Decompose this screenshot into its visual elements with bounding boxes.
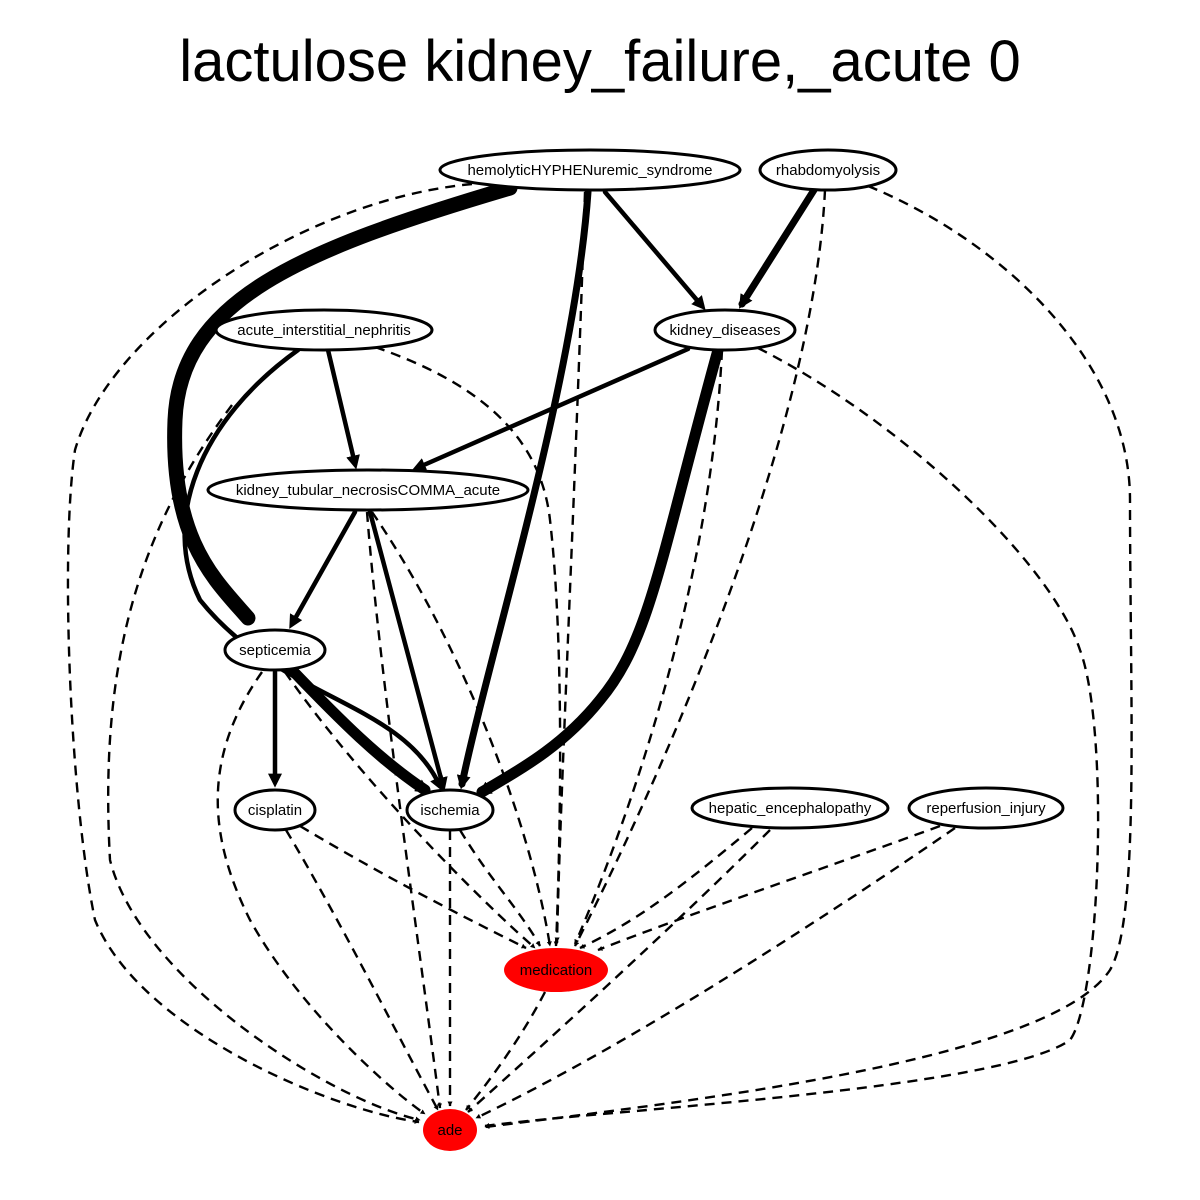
node-label-rep: reperfusion_injury <box>926 800 1046 817</box>
node-shape-ktn <box>206 468 530 512</box>
node-shape-sep <box>223 628 327 672</box>
edge-hus-to-isch <box>456 188 592 790</box>
node-shape-med <box>504 948 608 992</box>
edge-cis-to-ade <box>284 829 440 1111</box>
node-label-sep: septicemia <box>239 642 311 659</box>
edge-kd-to-ade <box>484 346 1100 1128</box>
edge-he-to-ade <box>467 829 771 1113</box>
nodes-layer: hemolyticHYPHENuremic_syndrome rhabdomyol… <box>206 148 1065 1151</box>
node-label-cis: cisplatin <box>248 802 302 819</box>
edge-kd-to-med <box>573 349 724 945</box>
edge-kd-to-isch <box>476 344 724 798</box>
diagram-title: lactulose kidney_failure,_acute 0 <box>179 29 1021 94</box>
edge-rep-to-ade <box>475 827 956 1120</box>
node-label-rhabdo: rhabdomyolysis <box>776 162 880 179</box>
edge-rhabdo-to-med <box>573 189 827 947</box>
node-label-ade: ade <box>437 1122 462 1139</box>
node-shape-he <box>690 786 890 830</box>
node-shape-rep <box>907 786 1065 830</box>
edge-kd-to-ktn <box>411 346 691 472</box>
edge-hus-to-sep <box>167 180 518 626</box>
node-label-isch: ischemia <box>420 802 480 819</box>
edge-ain-to-ktn <box>325 347 360 470</box>
node-rep: reperfusion_injury <box>907 786 1065 830</box>
node-shape-ade <box>423 1109 477 1151</box>
edge-ain-to-med <box>374 345 562 947</box>
node-ade: ade <box>423 1109 477 1151</box>
edge-hus-to-ade <box>66 182 473 1124</box>
edge-ain-to-isch <box>182 347 443 792</box>
node-shape-ain <box>214 308 434 352</box>
node-shape-kd <box>653 308 797 352</box>
edge-isch-to-med <box>458 829 542 947</box>
edge-hus-to-kd <box>602 189 706 311</box>
node-cis: cisplatin <box>233 788 317 832</box>
edge-cis-to-med <box>299 824 527 950</box>
edge-ain-to-ade <box>106 404 421 1122</box>
edge-med-to-ade <box>465 991 547 1111</box>
node-shape-hus <box>438 148 742 192</box>
edge-ktn-to-med <box>371 511 552 947</box>
node-hus: hemolyticHYPHENuremic_syndrome <box>438 148 742 192</box>
node-label-he: hepatic_encephalopathy <box>709 800 872 817</box>
node-isch: ischemia <box>405 788 495 832</box>
node-kd: kidney_diseases <box>653 308 797 352</box>
node-label-ain: acute_interstitial_nephritis <box>237 322 410 339</box>
edge-rhabdo-to-ade <box>484 184 1133 1129</box>
edge-sep-to-med <box>284 671 536 949</box>
node-med: medication <box>504 948 608 992</box>
edge-rhabdo-to-kd <box>738 186 818 309</box>
node-shape-isch <box>405 788 495 832</box>
node-rhabdo: rhabdomyolysis <box>758 148 898 192</box>
edges-layer <box>66 180 1133 1129</box>
edge-sep-to-ade <box>216 671 426 1115</box>
node-shape-cis <box>233 788 317 832</box>
node-label-med: medication <box>520 962 593 979</box>
edge-ktn-to-isch <box>367 509 448 792</box>
edge-sep-to-isch <box>286 664 431 796</box>
node-sep: septicemia <box>223 628 327 672</box>
edge-he-to-med <box>579 827 753 950</box>
node-shape-rhabdo <box>758 148 898 192</box>
node-label-hus: hemolyticHYPHENuremic_syndrome <box>467 162 712 179</box>
node-he: hepatic_encephalopathy <box>690 786 890 830</box>
node-label-kd: kidney_diseases <box>670 322 781 339</box>
node-ktn: kidney_tubular_necrosisCOMMA_acute <box>206 468 530 512</box>
node-label-ktn: kidney_tubular_necrosisCOMMA_acute <box>236 482 500 499</box>
edge-ktn-to-ade <box>365 511 442 1109</box>
edge-ktn-to-sep <box>289 509 358 629</box>
node-ain: acute_interstitial_nephritis <box>214 308 434 352</box>
edge-rep-to-med <box>597 824 941 952</box>
